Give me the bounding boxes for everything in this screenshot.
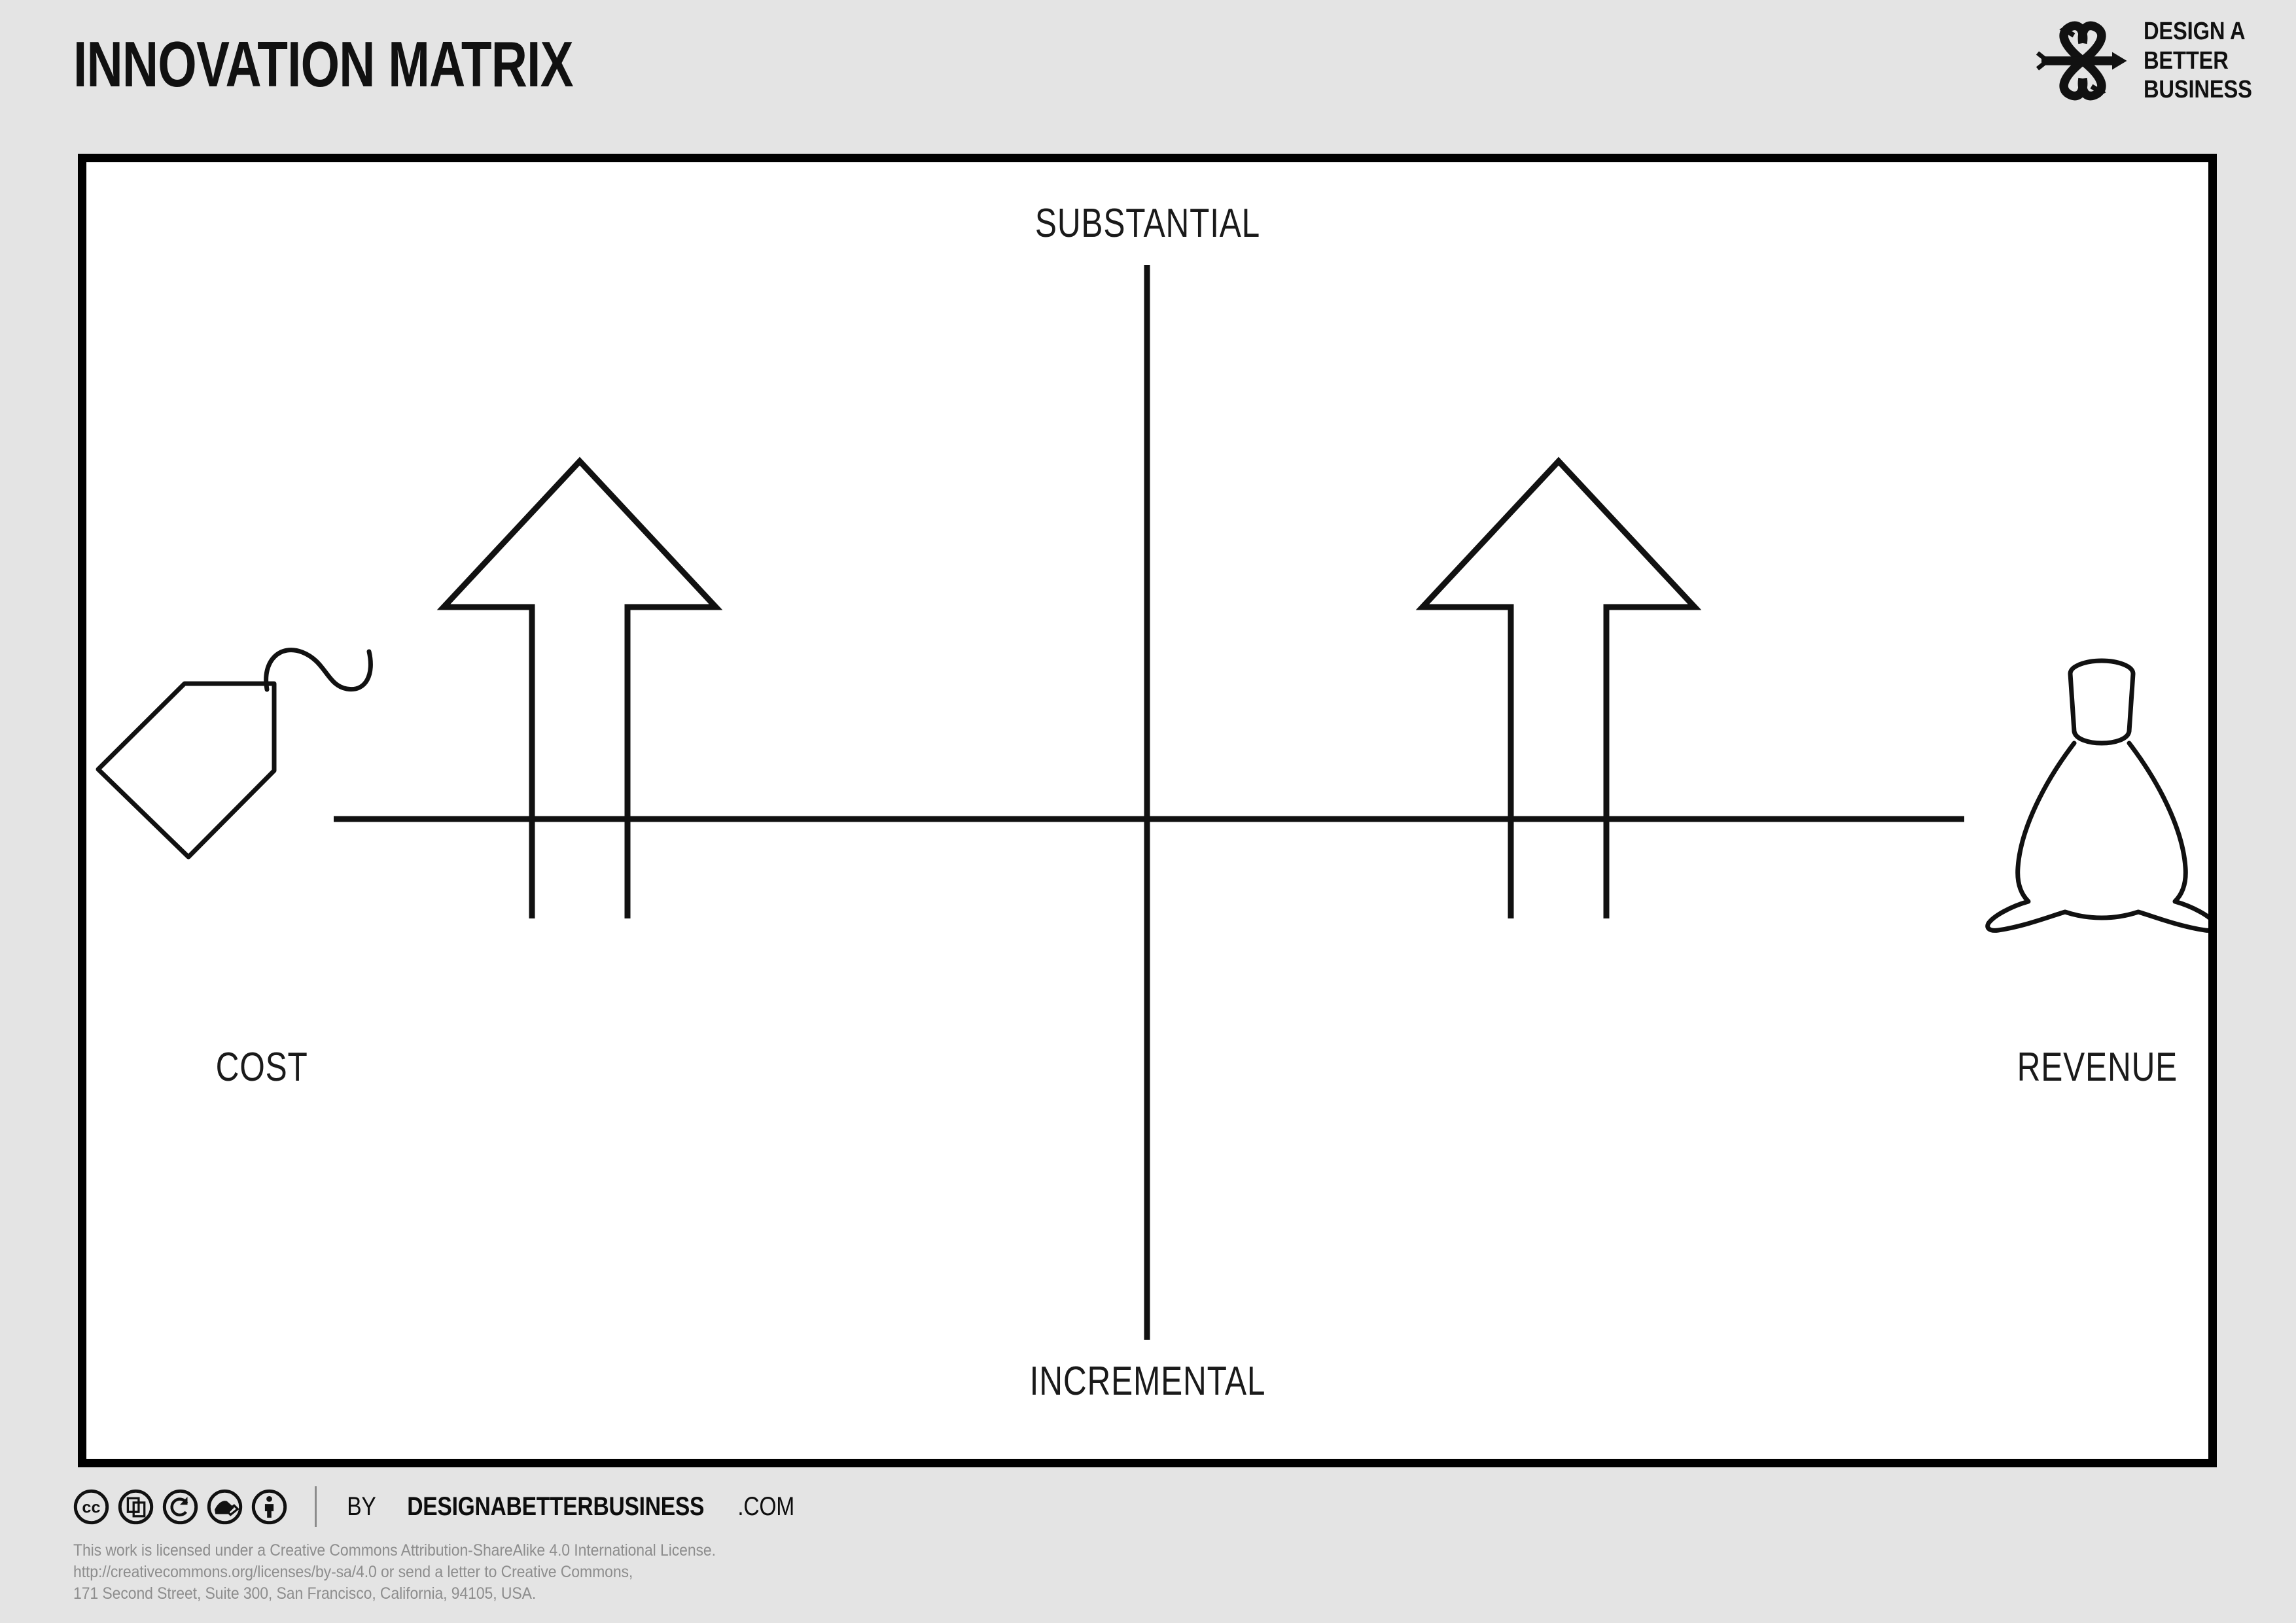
up-arrow-outline-right — [1415, 457, 1702, 918]
footer-divider — [315, 1486, 317, 1527]
attribution-icon — [251, 1489, 287, 1524]
share-alike-icon — [162, 1489, 198, 1524]
money-bag-icon — [1985, 658, 2208, 933]
axis-label-incremental: INCREMENTAL — [1029, 1359, 1265, 1404]
matrix-frame: SUBSTANTIAL INCREMENTAL COST REVENUE — [78, 154, 2217, 1467]
brand-wordmark: DESIGN A BETTER BUSINESS — [2144, 18, 2270, 104]
remix-icon — [207, 1489, 243, 1524]
brand-line-1: DESIGN A — [2144, 18, 2246, 46]
creative-commons-badges: cc — [73, 1489, 287, 1525]
license-line-1: This work is licensed under a Creative C… — [73, 1541, 716, 1560]
axis-label-substantial: SUBSTANTIAL — [1034, 201, 1260, 246]
footer: cc — [73, 1486, 1644, 1605]
infinity-arrow-logo-icon — [2036, 21, 2127, 101]
up-arrow-outline-left — [436, 457, 723, 918]
credit-suffix: .COM — [737, 1492, 795, 1521]
share-copy-icon — [118, 1489, 154, 1524]
brand-logo: DESIGN A BETTER BUSINESS — [2034, 12, 2270, 110]
axis-label-cost: COST — [215, 1045, 308, 1090]
axis-label-revenue: REVENUE — [2017, 1045, 2178, 1090]
price-tag-icon — [96, 648, 373, 860]
creative-commons-icon: cc — [73, 1489, 109, 1524]
matrix-drawing — [96, 265, 2208, 1340]
brand-line-3: BUSINESS — [2144, 76, 2253, 104]
page-title: INNOVATION MATRIX — [73, 28, 574, 100]
footer-top-row: cc — [73, 1486, 1644, 1527]
license-line-2: http://creativecommons.org/licenses/by-s… — [73, 1563, 633, 1581]
brand-line-2: BETTER — [2144, 46, 2229, 75]
license-line-3: 171 Second Street, Suite 300, San Franci… — [73, 1584, 537, 1603]
credit-prefix: BY — [347, 1492, 376, 1521]
license-text: This work is licensed under a Creative C… — [73, 1540, 1644, 1605]
footer-credit: BY DESIGNABETTERBUSINESS .COM — [344, 1492, 800, 1522]
svg-text:cc: cc — [82, 1498, 100, 1516]
credit-brand: DESIGNABETTERBUSINESS — [407, 1492, 704, 1521]
